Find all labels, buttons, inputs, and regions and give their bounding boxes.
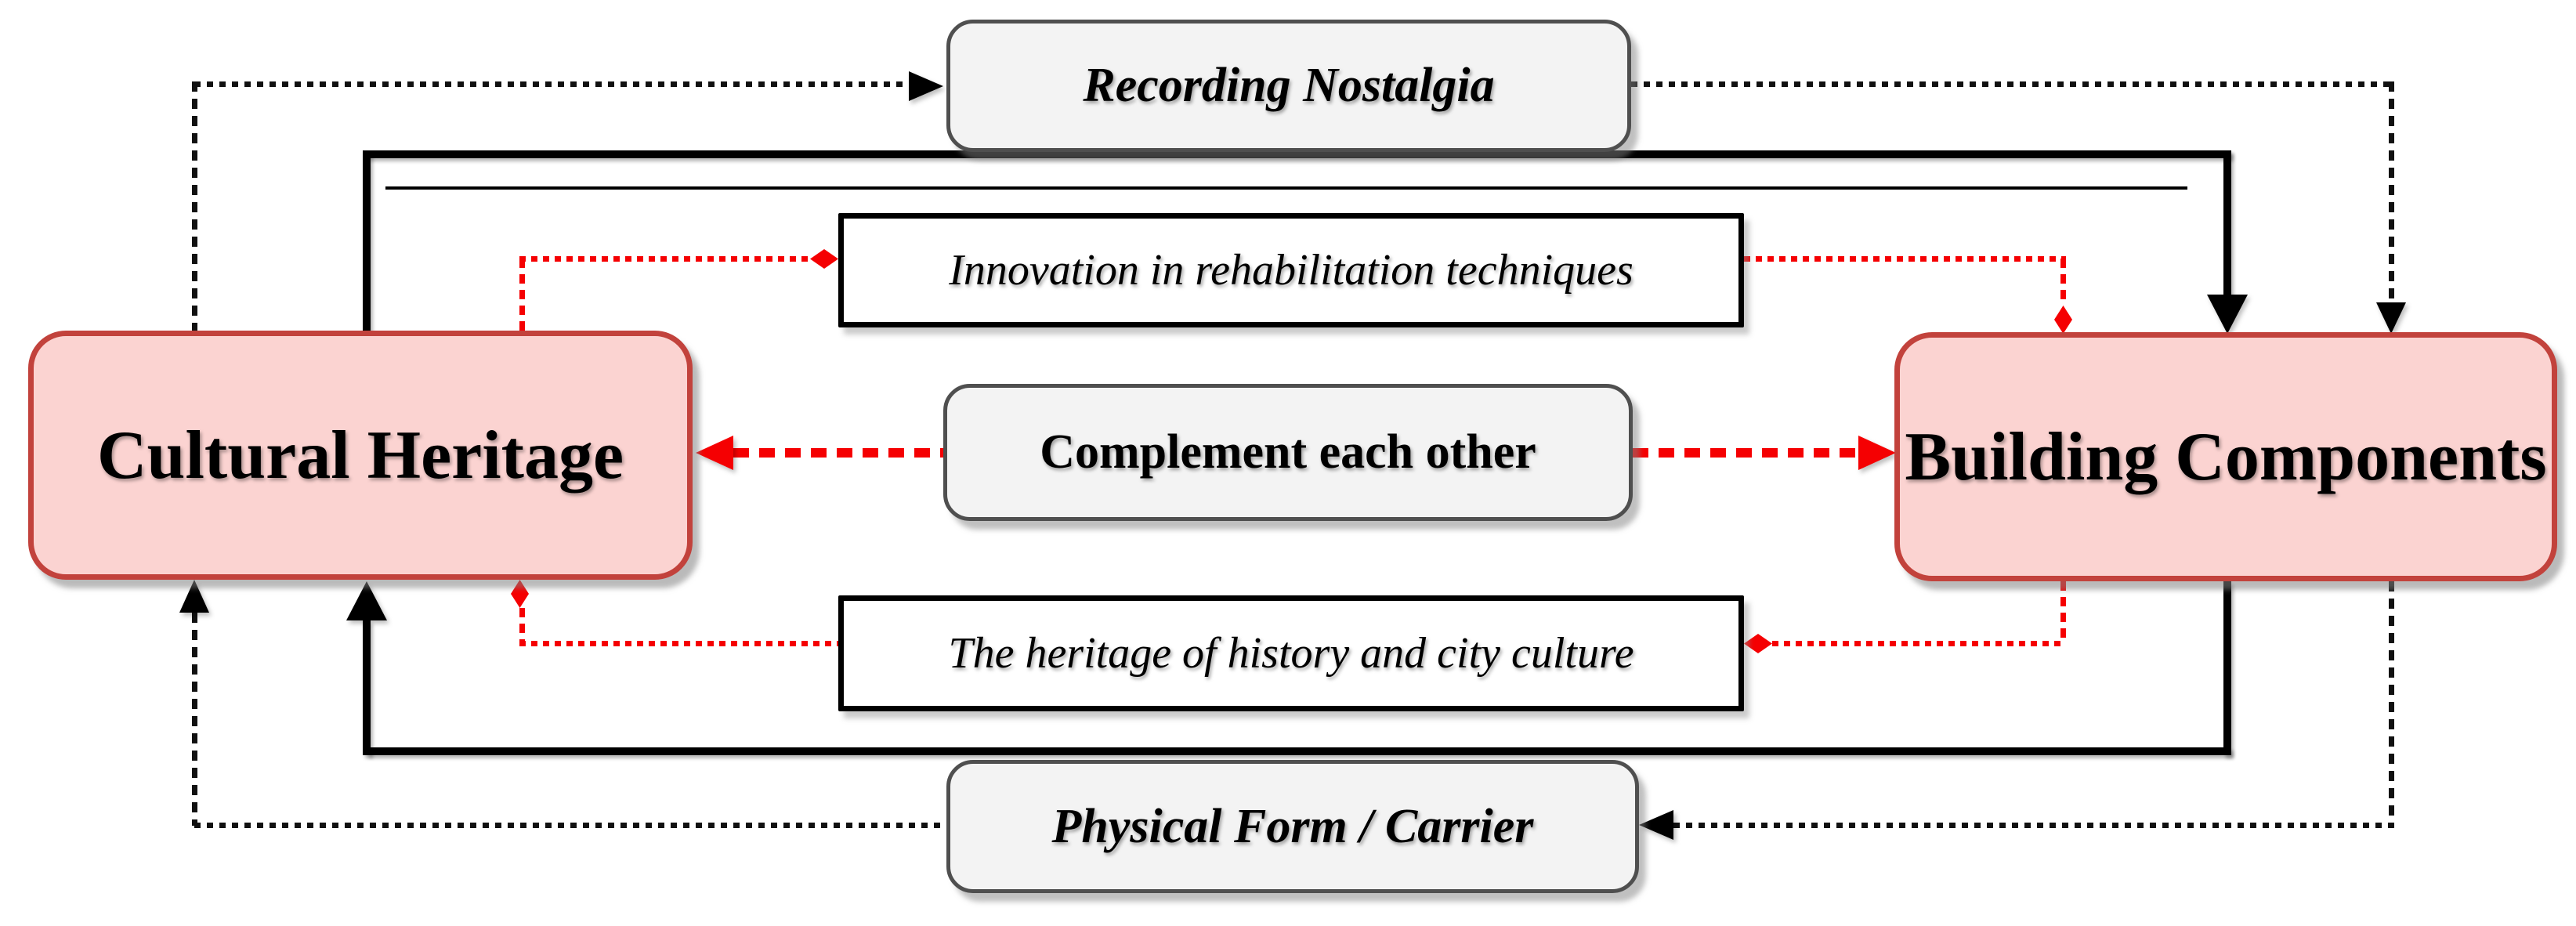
dotted-arrowhead-into-cultural-heritage-icon bbox=[179, 580, 209, 613]
red-arrowhead-into-cultural-heritage-icon bbox=[696, 436, 733, 470]
red-dashed-connector-left bbox=[733, 448, 946, 458]
dotted-connector-top-right-horizontal bbox=[1631, 81, 2394, 87]
innovation-box: Innovation in rehabilitation techniques bbox=[838, 213, 1744, 327]
cultural-heritage-label: Cultural Heritage bbox=[96, 417, 624, 494]
red-diamond-into-cultural-heritage-icon bbox=[511, 580, 529, 608]
solid-arrowhead-into-cultural-heritage-icon bbox=[346, 581, 387, 620]
cultural-heritage-box: Cultural Heritage bbox=[28, 331, 693, 580]
building-components-box: Building Components bbox=[1894, 332, 2557, 581]
solid-connector-top-right-vertical bbox=[2223, 150, 2231, 295]
solid-connector-top-left-vertical bbox=[363, 150, 371, 331]
complement-label: Complement each other bbox=[1040, 425, 1536, 479]
red-dotted-top-left-vertical bbox=[519, 259, 525, 331]
red-diamond-into-building-components-icon bbox=[2054, 306, 2072, 334]
red-dotted-bottom-right-horizontal bbox=[1772, 641, 2066, 646]
dotted-connector-top-right-vertical bbox=[2389, 81, 2394, 302]
dotted-connector-bottom-left-vertical bbox=[192, 613, 197, 826]
red-dotted-bottom-left-horizontal bbox=[519, 641, 838, 646]
red-diamond-into-heritage-history-icon bbox=[1744, 634, 1772, 653]
dotted-connector-top-left-vertical bbox=[192, 81, 197, 331]
solid-connector-bottom-horizontal bbox=[367, 747, 2231, 755]
red-dotted-top-right-horizontal bbox=[1744, 256, 2066, 262]
recording-nostalgia-label: Recording Nostalgia bbox=[1083, 59, 1495, 112]
red-arrowhead-into-building-components-icon bbox=[1858, 436, 1896, 470]
red-diamond-into-innovation-icon bbox=[810, 249, 838, 269]
red-dashed-connector-right bbox=[1633, 448, 1858, 458]
solid-connector-top-horizontal bbox=[367, 150, 2231, 158]
dotted-connector-top-left-horizontal bbox=[194, 81, 909, 87]
solid-connector-top-inner-thin-line bbox=[385, 186, 2187, 190]
innovation-label: Innovation in rehabilitation techniques bbox=[949, 246, 1634, 295]
complement-box: Complement each other bbox=[943, 384, 1633, 521]
red-dotted-top-left-horizontal bbox=[519, 256, 810, 262]
solid-connector-bottom-right-vertical bbox=[2223, 581, 2231, 755]
recording-nostalgia-box: Recording Nostalgia bbox=[946, 20, 1631, 152]
physical-form-label: Physical Form / Carrier bbox=[1051, 799, 1534, 853]
red-dotted-top-right-vertical bbox=[2060, 259, 2066, 306]
solid-arrowhead-into-building-components-icon bbox=[2207, 295, 2248, 334]
building-components-label: Building Components bbox=[1905, 418, 2547, 495]
dotted-arrowhead-into-physical-form-icon bbox=[1639, 810, 1673, 840]
dotted-connector-bottom-left-horizontal bbox=[194, 823, 946, 828]
solid-connector-bottom-left-vertical bbox=[363, 620, 371, 755]
heritage-history-label: The heritage of history and city culture bbox=[948, 629, 1634, 678]
dotted-connector-bottom-right-vertical bbox=[2389, 581, 2394, 826]
heritage-history-box: The heritage of history and city culture bbox=[838, 595, 1744, 711]
red-dotted-bottom-right-vertical bbox=[2060, 581, 2066, 644]
red-dotted-bottom-left-vertical bbox=[519, 608, 525, 644]
dotted-arrowhead-into-building-components-icon bbox=[2376, 302, 2406, 334]
dotted-connector-bottom-right-horizontal bbox=[1673, 823, 2394, 828]
physical-form-box: Physical Form / Carrier bbox=[946, 760, 1639, 893]
dotted-arrowhead-into-recording-nostalgia-icon bbox=[909, 71, 943, 101]
